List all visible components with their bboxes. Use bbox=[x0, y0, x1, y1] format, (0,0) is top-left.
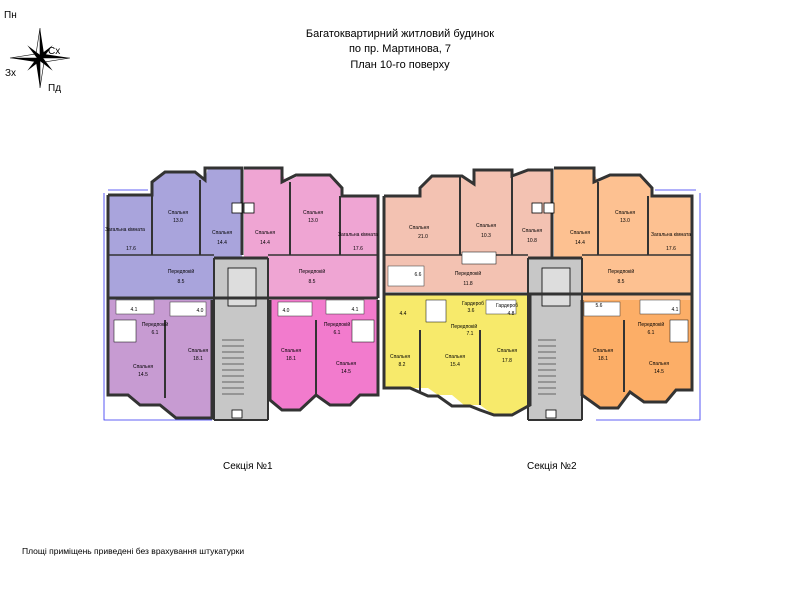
room-e2-name: Спальня bbox=[476, 223, 496, 229]
room-c2-area: 18.1 bbox=[193, 356, 203, 362]
room-c4-area: 4.1 bbox=[131, 307, 138, 313]
room-d3-name: Передпокій bbox=[324, 321, 351, 328]
room-g4-name: Передпокій bbox=[608, 268, 635, 275]
room-c5-area: 4.0 bbox=[197, 308, 204, 314]
room-f2-name: Спальня bbox=[445, 354, 465, 360]
room-h2-area: 14.5 bbox=[654, 369, 664, 375]
room-d2-name: Спальня bbox=[336, 361, 356, 367]
apartment-2-pink bbox=[244, 168, 378, 300]
title-line-1: Багатоквартирний житловий будинок bbox=[305, 28, 495, 40]
section-2-label: Секція №2 bbox=[527, 461, 577, 472]
room-f6-area: 4.8 bbox=[508, 311, 515, 317]
room-d3-area: 6.1 bbox=[334, 330, 341, 336]
room-f6-name: Гардероб bbox=[496, 303, 518, 309]
room-d5-area: 4.1 bbox=[352, 307, 359, 313]
staircase-section-2 bbox=[528, 258, 582, 420]
room-g3-name: Загальна кімната bbox=[651, 232, 691, 238]
room-c3-name: Передпокій bbox=[142, 321, 169, 328]
room-d1-name: Спальня bbox=[281, 348, 301, 354]
walls bbox=[106, 166, 694, 421]
room-a2-area: 13.0 bbox=[173, 218, 183, 224]
room-e5-area: 6.6 bbox=[415, 272, 422, 278]
room-e4-name: Передпокій bbox=[455, 270, 482, 277]
room-a4-name: Передпокій bbox=[168, 268, 195, 275]
room-a1-area: 17.6 bbox=[126, 246, 136, 252]
compass-east-label: Сх bbox=[48, 46, 61, 57]
room-a3-name: Спальня bbox=[212, 230, 232, 236]
room-g3-area: 17.6 bbox=[666, 246, 676, 252]
room-b4-area: 8.5 bbox=[309, 279, 316, 285]
room-c2-name: Спальня bbox=[188, 348, 208, 354]
compass-rose: Пн Сх Зх Пд bbox=[0, 10, 75, 95]
compass-west-label: Зх bbox=[5, 68, 17, 79]
room-h4-area: 5.6 bbox=[596, 303, 603, 309]
room-e3-area: 10.8 bbox=[527, 238, 537, 244]
apartment-4-magenta bbox=[270, 300, 378, 410]
footnote: Площі приміщень приведені без врахування… bbox=[22, 546, 245, 556]
room-f5-area: 3.6 bbox=[468, 308, 475, 314]
title-line-2: по пр. Мартинова, 7 bbox=[348, 43, 452, 55]
room-h1-area: 18.1 bbox=[598, 356, 608, 362]
room-h3-name: Передпокій bbox=[638, 321, 665, 328]
room-b1-name: Спальня bbox=[255, 230, 275, 236]
room-f2-area: 15.4 bbox=[450, 362, 460, 368]
compass-north-label: Пн bbox=[4, 10, 17, 21]
room-a4-area: 8.5 bbox=[178, 279, 185, 285]
room-d4-area: 4.0 bbox=[283, 308, 290, 314]
room-h2-name: Спальня bbox=[649, 361, 669, 367]
room-e1-name: Спальня bbox=[409, 225, 429, 231]
room-e3-name: Спальня bbox=[522, 228, 542, 234]
room-e2-area: 10.3 bbox=[481, 233, 491, 239]
room-b4-name: Передпокій bbox=[299, 268, 326, 275]
room-f4-name: Передпокій bbox=[451, 323, 478, 330]
room-f4-area: 7.1 bbox=[467, 331, 474, 337]
title-line-3: План 10-го поверху bbox=[350, 59, 450, 71]
room-e1-area: 21.0 bbox=[418, 234, 428, 240]
room-c3-area: 6.1 bbox=[152, 330, 159, 336]
room-b1-area: 14.4 bbox=[260, 240, 270, 246]
room-c1-name: Спальня bbox=[133, 364, 153, 370]
room-labels: Загальна кімната 17.6 Спальня 13.0 Спаль… bbox=[105, 210, 691, 378]
room-h5-area: 4.1 bbox=[672, 307, 679, 313]
room-g4-area: 8.5 bbox=[618, 279, 625, 285]
section-1-label: Секція №1 bbox=[223, 461, 273, 472]
room-d2-area: 14.5 bbox=[341, 369, 351, 375]
room-g2-area: 13.0 bbox=[620, 218, 630, 224]
compass-star-icon bbox=[9, 27, 71, 89]
windows bbox=[231, 202, 557, 419]
room-h1-name: Спальня bbox=[593, 348, 613, 354]
room-b2-area: 13.0 bbox=[308, 218, 318, 224]
room-b3-name: Загальна кімната bbox=[338, 232, 378, 238]
room-e4-area: 11.8 bbox=[463, 281, 473, 287]
plan-outline-shadow bbox=[103, 189, 701, 421]
room-f1-name: Спальня bbox=[390, 354, 410, 360]
room-f3-area: 17.8 bbox=[502, 358, 512, 364]
apartment-1-purple bbox=[108, 168, 242, 300]
room-f3-name: Спальня bbox=[497, 348, 517, 354]
compass-south-label: Пд bbox=[48, 83, 62, 94]
room-d1-area: 18.1 bbox=[286, 356, 296, 362]
room-f1-area: 8.2 bbox=[399, 362, 406, 368]
room-g1-area: 14.4 bbox=[575, 240, 585, 246]
staircase-section-1 bbox=[214, 258, 268, 420]
room-g1-name: Спальня bbox=[570, 230, 590, 236]
room-c1-area: 14.5 bbox=[138, 372, 148, 378]
room-h3-area: 6.1 bbox=[648, 330, 655, 336]
interior-stairs bbox=[113, 251, 689, 343]
apartment-6-orange bbox=[554, 168, 692, 300]
room-a3-area: 14.4 bbox=[217, 240, 227, 246]
room-f5-name: Гардероб bbox=[462, 301, 484, 307]
room-g2-name: Спальня bbox=[615, 210, 635, 216]
room-f7-area: 4.4 bbox=[400, 311, 407, 317]
room-b2-name: Спальня bbox=[303, 210, 323, 216]
room-b3-area: 17.6 bbox=[353, 246, 363, 252]
bathrooms bbox=[115, 265, 681, 317]
apartment-8-orange bbox=[582, 300, 692, 408]
apartment-5-salmon bbox=[384, 170, 552, 292]
room-a1-name: Загальна кімната bbox=[105, 227, 145, 233]
room-a2-name: Спальня bbox=[168, 210, 188, 216]
